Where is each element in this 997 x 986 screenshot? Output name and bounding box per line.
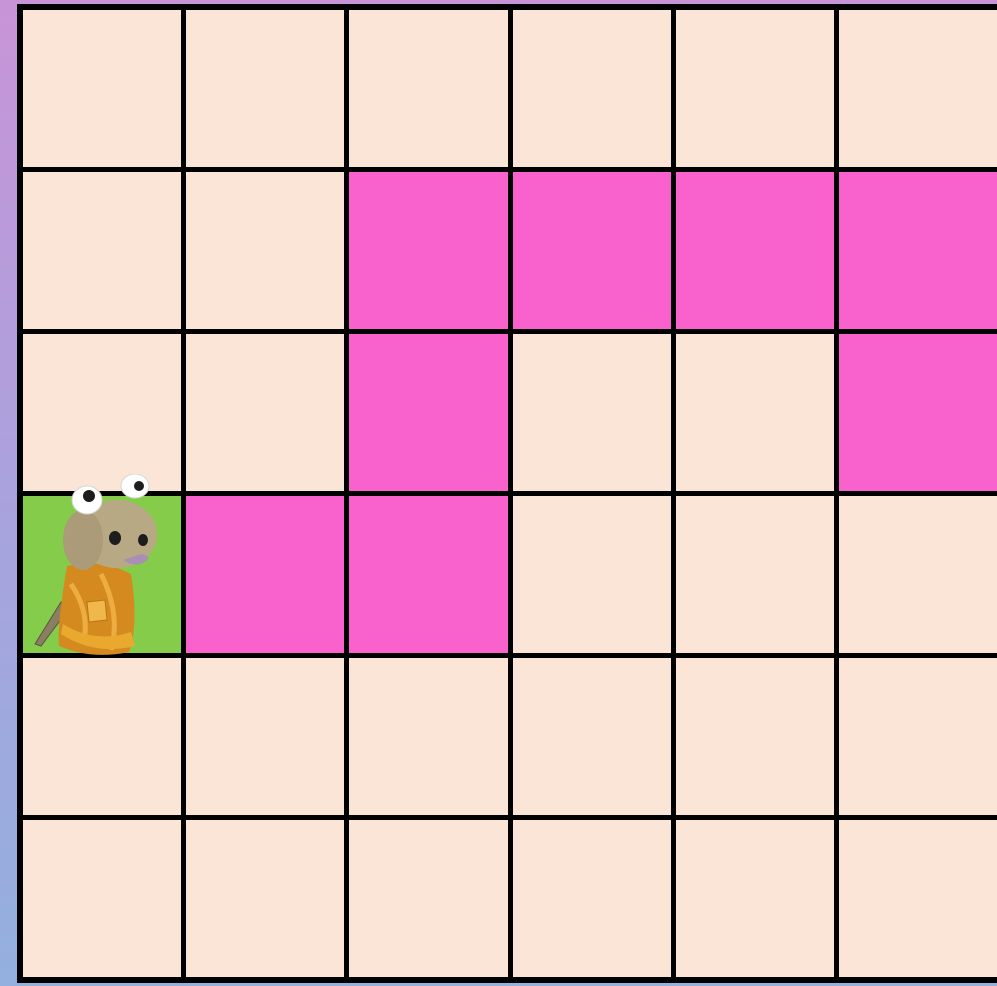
grid-cell-path-r2-c2[interactable] bbox=[349, 334, 507, 491]
grid-cell-empty-r3-c4[interactable] bbox=[676, 496, 834, 653]
grid-cell-empty-r5-c1[interactable] bbox=[186, 820, 344, 977]
grid-cell-path-r3-c1[interactable] bbox=[186, 496, 344, 653]
grid-cell-start-r3-c0[interactable] bbox=[23, 496, 181, 653]
grid-cell-empty-r3-c3[interactable] bbox=[513, 496, 671, 653]
grid-cell-empty-r1-c0[interactable] bbox=[23, 172, 181, 329]
grid-cell-empty-r5-c4[interactable] bbox=[676, 820, 834, 977]
grid-cell-empty-r2-c4[interactable] bbox=[676, 334, 834, 491]
grid-cell-empty-r1-c1[interactable] bbox=[186, 172, 344, 329]
grid-cell-empty-r2-c0[interactable] bbox=[23, 334, 181, 491]
grid-cell-path-r3-c2[interactable] bbox=[349, 496, 507, 653]
grid-cell-empty-r4-c0[interactable] bbox=[23, 658, 181, 815]
grid-cell-empty-r4-c1[interactable] bbox=[186, 658, 344, 815]
grid-cell-path-r2-c5[interactable] bbox=[839, 334, 997, 491]
grid-cell-empty-r0-c1[interactable] bbox=[186, 10, 344, 167]
grid-cell-empty-r0-c5[interactable] bbox=[839, 10, 997, 167]
grid-cell-path-r1-c4[interactable] bbox=[676, 172, 834, 329]
grid-cell-empty-r0-c0[interactable] bbox=[23, 10, 181, 167]
grid-cell-empty-r4-c5[interactable] bbox=[839, 658, 997, 815]
grid-cell-empty-r5-c0[interactable] bbox=[23, 820, 181, 977]
grid-cell-empty-r3-c5[interactable] bbox=[839, 496, 997, 653]
grid-cell-empty-r0-c3[interactable] bbox=[513, 10, 671, 167]
grid-cell-empty-r0-c4[interactable] bbox=[676, 10, 834, 167]
grid-cell-path-r1-c2[interactable] bbox=[349, 172, 507, 329]
grid-cell-path-r1-c3[interactable] bbox=[513, 172, 671, 329]
grid-cell-empty-r4-c3[interactable] bbox=[513, 658, 671, 815]
game-board bbox=[17, 4, 997, 983]
grid-cell-empty-r2-c3[interactable] bbox=[513, 334, 671, 491]
grid-cell-empty-r5-c5[interactable] bbox=[839, 820, 997, 977]
grid-cell-empty-r4-c2[interactable] bbox=[349, 658, 507, 815]
grid-cell-path-r1-c5[interactable] bbox=[839, 172, 997, 329]
grid-cell-empty-r2-c1[interactable] bbox=[186, 334, 344, 491]
grid-cell-empty-r5-c2[interactable] bbox=[349, 820, 507, 977]
grid-cell-empty-r5-c3[interactable] bbox=[513, 820, 671, 977]
grid-cell-empty-r0-c2[interactable] bbox=[349, 10, 507, 167]
grid-cell-empty-r4-c4[interactable] bbox=[676, 658, 834, 815]
